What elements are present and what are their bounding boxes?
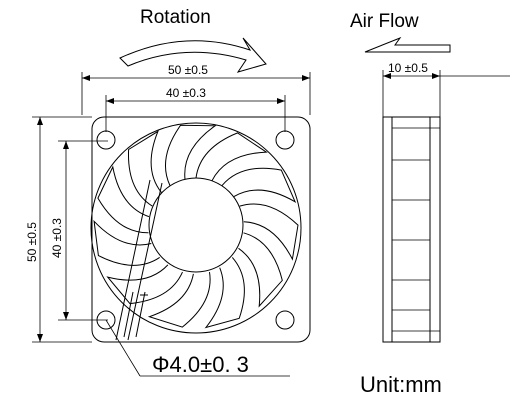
overall-height-dimension: 50 ±0.5	[25, 222, 39, 262]
mounting-hole-bottom-right	[275, 310, 295, 330]
fan-housing	[90, 122, 302, 334]
wire-strut	[115, 179, 163, 341]
rotation-arrow-icon	[119, 37, 267, 73]
fan-blade	[221, 167, 297, 204]
fan-blade	[147, 272, 211, 328]
fan-blade	[106, 264, 183, 305]
fan-blade	[204, 257, 245, 329]
fan-blade	[128, 130, 162, 207]
mounting-hole-top-left	[96, 130, 116, 150]
air-flow-arrow-icon	[364, 36, 451, 53]
air-flow-label: Air Flow	[350, 11, 419, 32]
hole-spacing-width-dimension: 40 ±0.3	[166, 86, 206, 100]
fan-blades	[93, 124, 299, 329]
fan-side-view: 10 ±0.5	[382, 61, 510, 343]
fan-blade	[238, 232, 283, 308]
hole-diameter-label: Φ4.0±0. 3	[152, 352, 249, 377]
fan-blade	[164, 124, 217, 186]
hole-spacing-height-dimension: 40 ±0.3	[50, 218, 64, 258]
fan-blade	[195, 132, 268, 181]
fan-blade	[239, 203, 299, 261]
unit-label: Unit:mm	[360, 372, 442, 397]
fan-blade	[93, 219, 160, 266]
fan-frame	[91, 116, 311, 343]
fan-blade	[97, 165, 150, 234]
thickness-dimension: 10 ±0.5	[388, 61, 428, 75]
fan-hub	[148, 177, 244, 273]
overall-width-dimension: 50 ±0.5	[168, 63, 208, 77]
mounting-hole-top-right	[275, 130, 295, 150]
rotation-label: Rotation	[140, 7, 211, 28]
mounting-hole-bottom-left	[96, 310, 116, 330]
